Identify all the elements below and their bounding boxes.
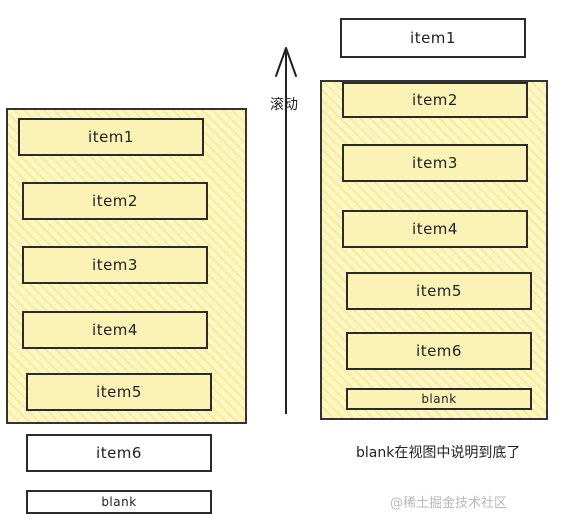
watermark: @稀土掘金技术社区 [390, 496, 508, 511]
right-item-6-label: item6 [416, 342, 462, 360]
right-item-2: item2 [342, 82, 528, 118]
right-item-4: item4 [342, 210, 528, 248]
scroll-up-arrow-icon [275, 47, 297, 414]
scroll-label: 滚动 [270, 97, 298, 113]
right-item-2-label: item2 [412, 91, 458, 109]
left-item-6: item6 [26, 434, 212, 472]
right-item-1: item1 [340, 18, 526, 58]
right-item-3: item3 [342, 144, 528, 182]
left-item-blank: blank [26, 490, 212, 514]
left-item-3-label: item3 [92, 256, 138, 274]
left-item-2-label: item2 [92, 192, 138, 210]
right-item-5-label: item5 [416, 282, 462, 300]
left-item-6-label: item6 [96, 444, 142, 462]
left-item-1: item1 [18, 118, 204, 156]
right-item-3-label: item3 [412, 154, 458, 172]
left-item-5-label: item5 [96, 383, 142, 401]
right-item-4-label: item4 [412, 220, 458, 238]
left-item-5: item5 [26, 373, 212, 411]
right-item-blank-label: blank [421, 392, 457, 406]
right-item-5: item5 [346, 272, 532, 310]
caption: blank在视图中说明到底了 [356, 445, 521, 461]
left-item-blank-label: blank [101, 495, 137, 509]
right-item-6: item6 [346, 332, 532, 370]
left-item-4: item4 [22, 311, 208, 349]
left-item-3: item3 [22, 246, 208, 284]
left-item-4-label: item4 [92, 321, 138, 339]
right-item-1-label: item1 [410, 29, 456, 47]
left-item-1-label: item1 [88, 128, 134, 146]
left-item-2: item2 [22, 182, 208, 220]
right-item-blank: blank [346, 388, 532, 410]
